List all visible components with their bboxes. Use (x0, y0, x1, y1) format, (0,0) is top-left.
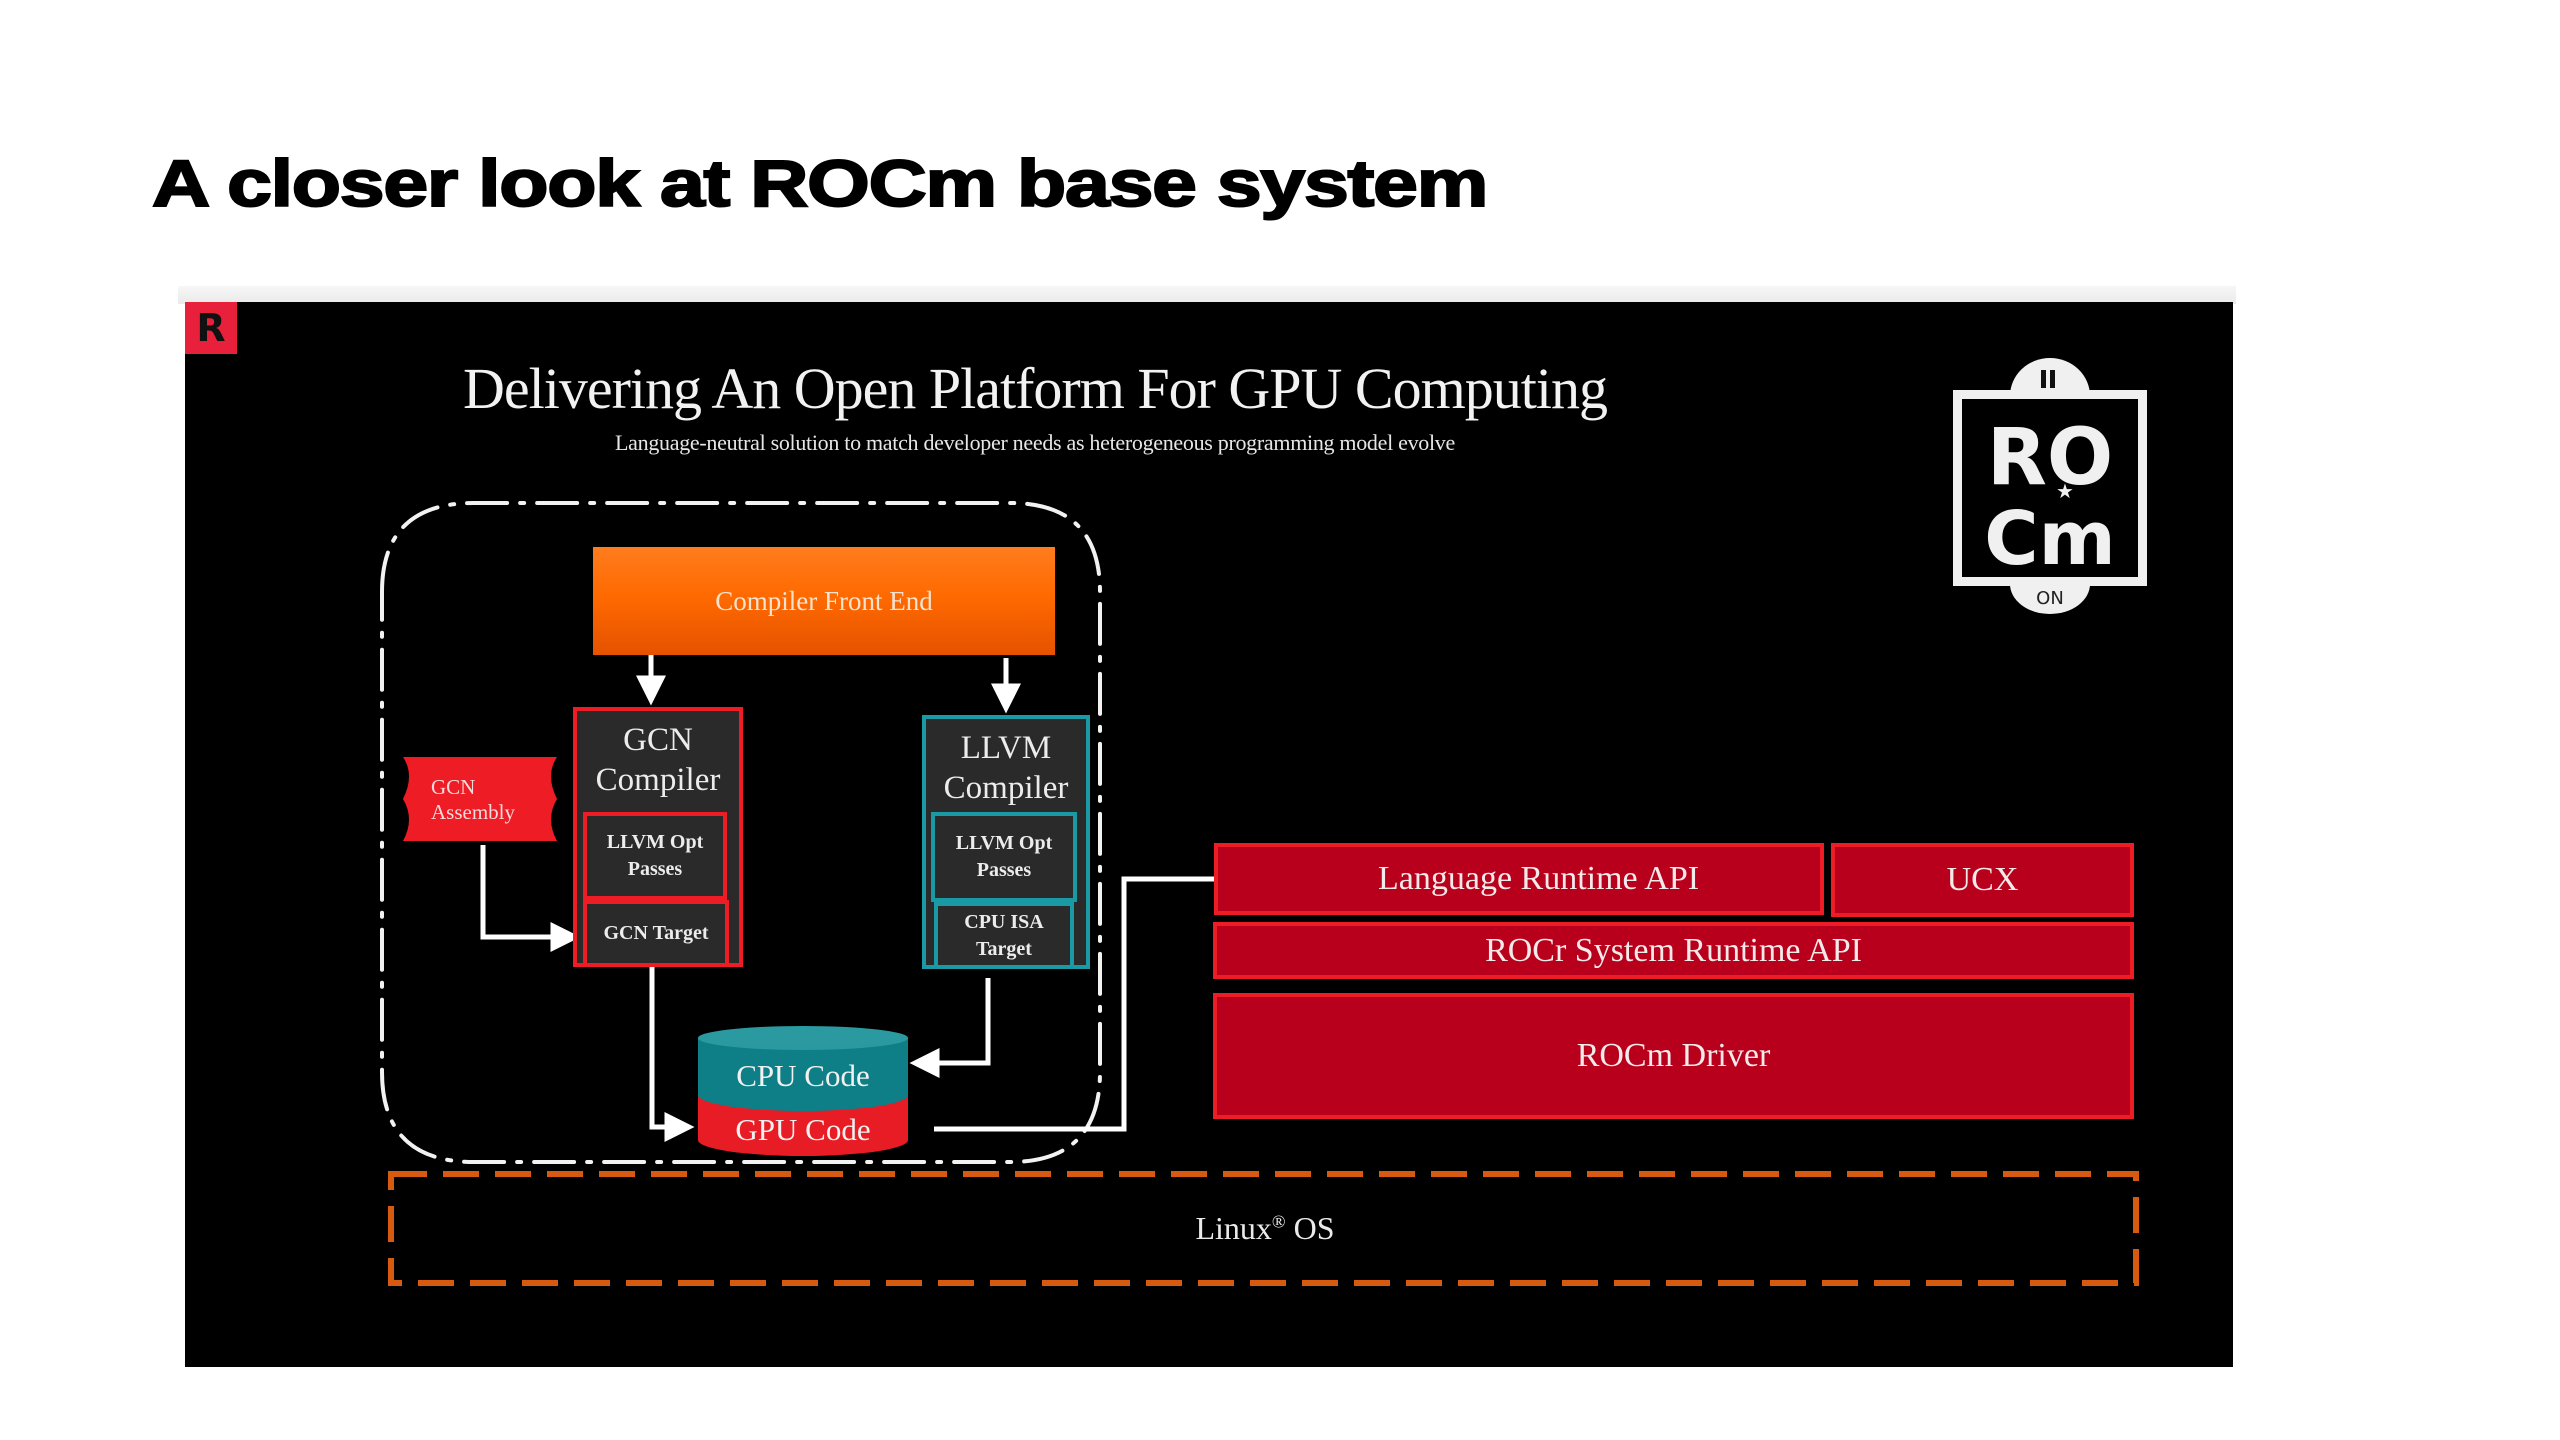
slide-image: R Delivering An Open Platform For GPU Co… (185, 302, 2233, 1367)
gcn-compiler-box: GCN Compiler LLVM Opt Passes GCN Target (573, 707, 743, 967)
gcn-compiler-title-line1: GCN (623, 722, 693, 758)
linux-os-suffix: OS (1285, 1210, 1335, 1246)
linux-os-label: Linux® OS (1165, 1210, 1365, 1247)
cpu-code-label: CPU Code (736, 1058, 870, 1093)
compiler-region-outline (380, 501, 1102, 1164)
llvm-compiler-title-line2: Compiler (943, 769, 1069, 806)
cpu-isa-target-line2: Target (976, 937, 1032, 960)
gcn-opt-passes-line1: LLVM Opt (606, 831, 704, 853)
llvm-opt-passes-line2: Passes (976, 859, 1032, 881)
language-runtime-api-box: Language Runtime API (1214, 843, 1824, 915)
slide-title: Delivering An Open Platform For GPU Comp… (463, 356, 1608, 421)
arrow-llvm-to-cpu-code (909, 978, 991, 1078)
slide-subtitle: Language-neutral solution to match devel… (615, 430, 1455, 455)
gcn-opt-passes-line2: Passes (627, 858, 683, 880)
rocm-logo-on: ON (2036, 588, 2064, 609)
diagram-connectors (380, 501, 2139, 1286)
gpu-code-label: GPU Code (735, 1112, 870, 1147)
gcn-target-box: GCN Target (583, 900, 729, 967)
gcn-assembly-banner: GCN Assembly (403, 757, 557, 841)
code-output-cylinder: CPU Code GPU Code (698, 1026, 908, 1156)
rocr-system-runtime-api-box: ROCr System Runtime API (1213, 922, 2134, 979)
gcn-compiler-title-line2: Compiler (595, 761, 721, 798)
llvm-opt-passes-line1: LLVM Opt (955, 832, 1053, 854)
arrow-gcn-to-gpu-code (649, 967, 695, 1142)
llvm-opt-passes-box: LLVM Opt Passes (931, 812, 1077, 902)
llvm-compiler-box: LLVM Compiler LLVM Opt Passes CPU ISA Ta… (922, 715, 1090, 969)
cpu-isa-target-box: CPU ISA Target (934, 902, 1074, 969)
linux-os-region-outline (388, 1171, 2139, 1286)
slide-shadow (178, 286, 2236, 304)
linux-os-name: Linux (1195, 1210, 1272, 1246)
star-icon: ★ (2056, 481, 2074, 503)
gcn-assembly-line1: GCN (431, 775, 475, 799)
gcn-llvm-opt-passes-box: LLVM Opt Passes (583, 812, 727, 900)
gcn-compiler-title: GCN Compiler (577, 721, 739, 800)
rocm-on-logo-icon: RO Cm ★ ON (1953, 358, 2147, 614)
rocm-driver-box: ROCm Driver (1213, 993, 2134, 1119)
llvm-compiler-title: LLVM Compiler (926, 729, 1086, 808)
page-title: A closer look at ROCm base system (151, 146, 1490, 220)
cpu-code-segment (698, 1038, 908, 1111)
cpu-isa-target-line1: CPU ISA (964, 910, 1044, 933)
compiler-front-end-box: Compiler Front End (593, 547, 1055, 655)
arrow-gpu-code-to-runtime (934, 864, 1308, 1132)
ucx-box: UCX (1831, 843, 2134, 917)
registered-mark: ® (1271, 1211, 1286, 1232)
llvm-compiler-title-line1: LLVM (960, 730, 1052, 766)
rocm-logo-cm: Cm (1984, 496, 2115, 582)
rocm-logo-ro: RO (1987, 413, 2113, 503)
gcn-assembly-line2: Assembly (431, 800, 516, 824)
arrow-assembly-to-target (480, 845, 581, 952)
amd-r-logo-icon: R (185, 302, 237, 354)
